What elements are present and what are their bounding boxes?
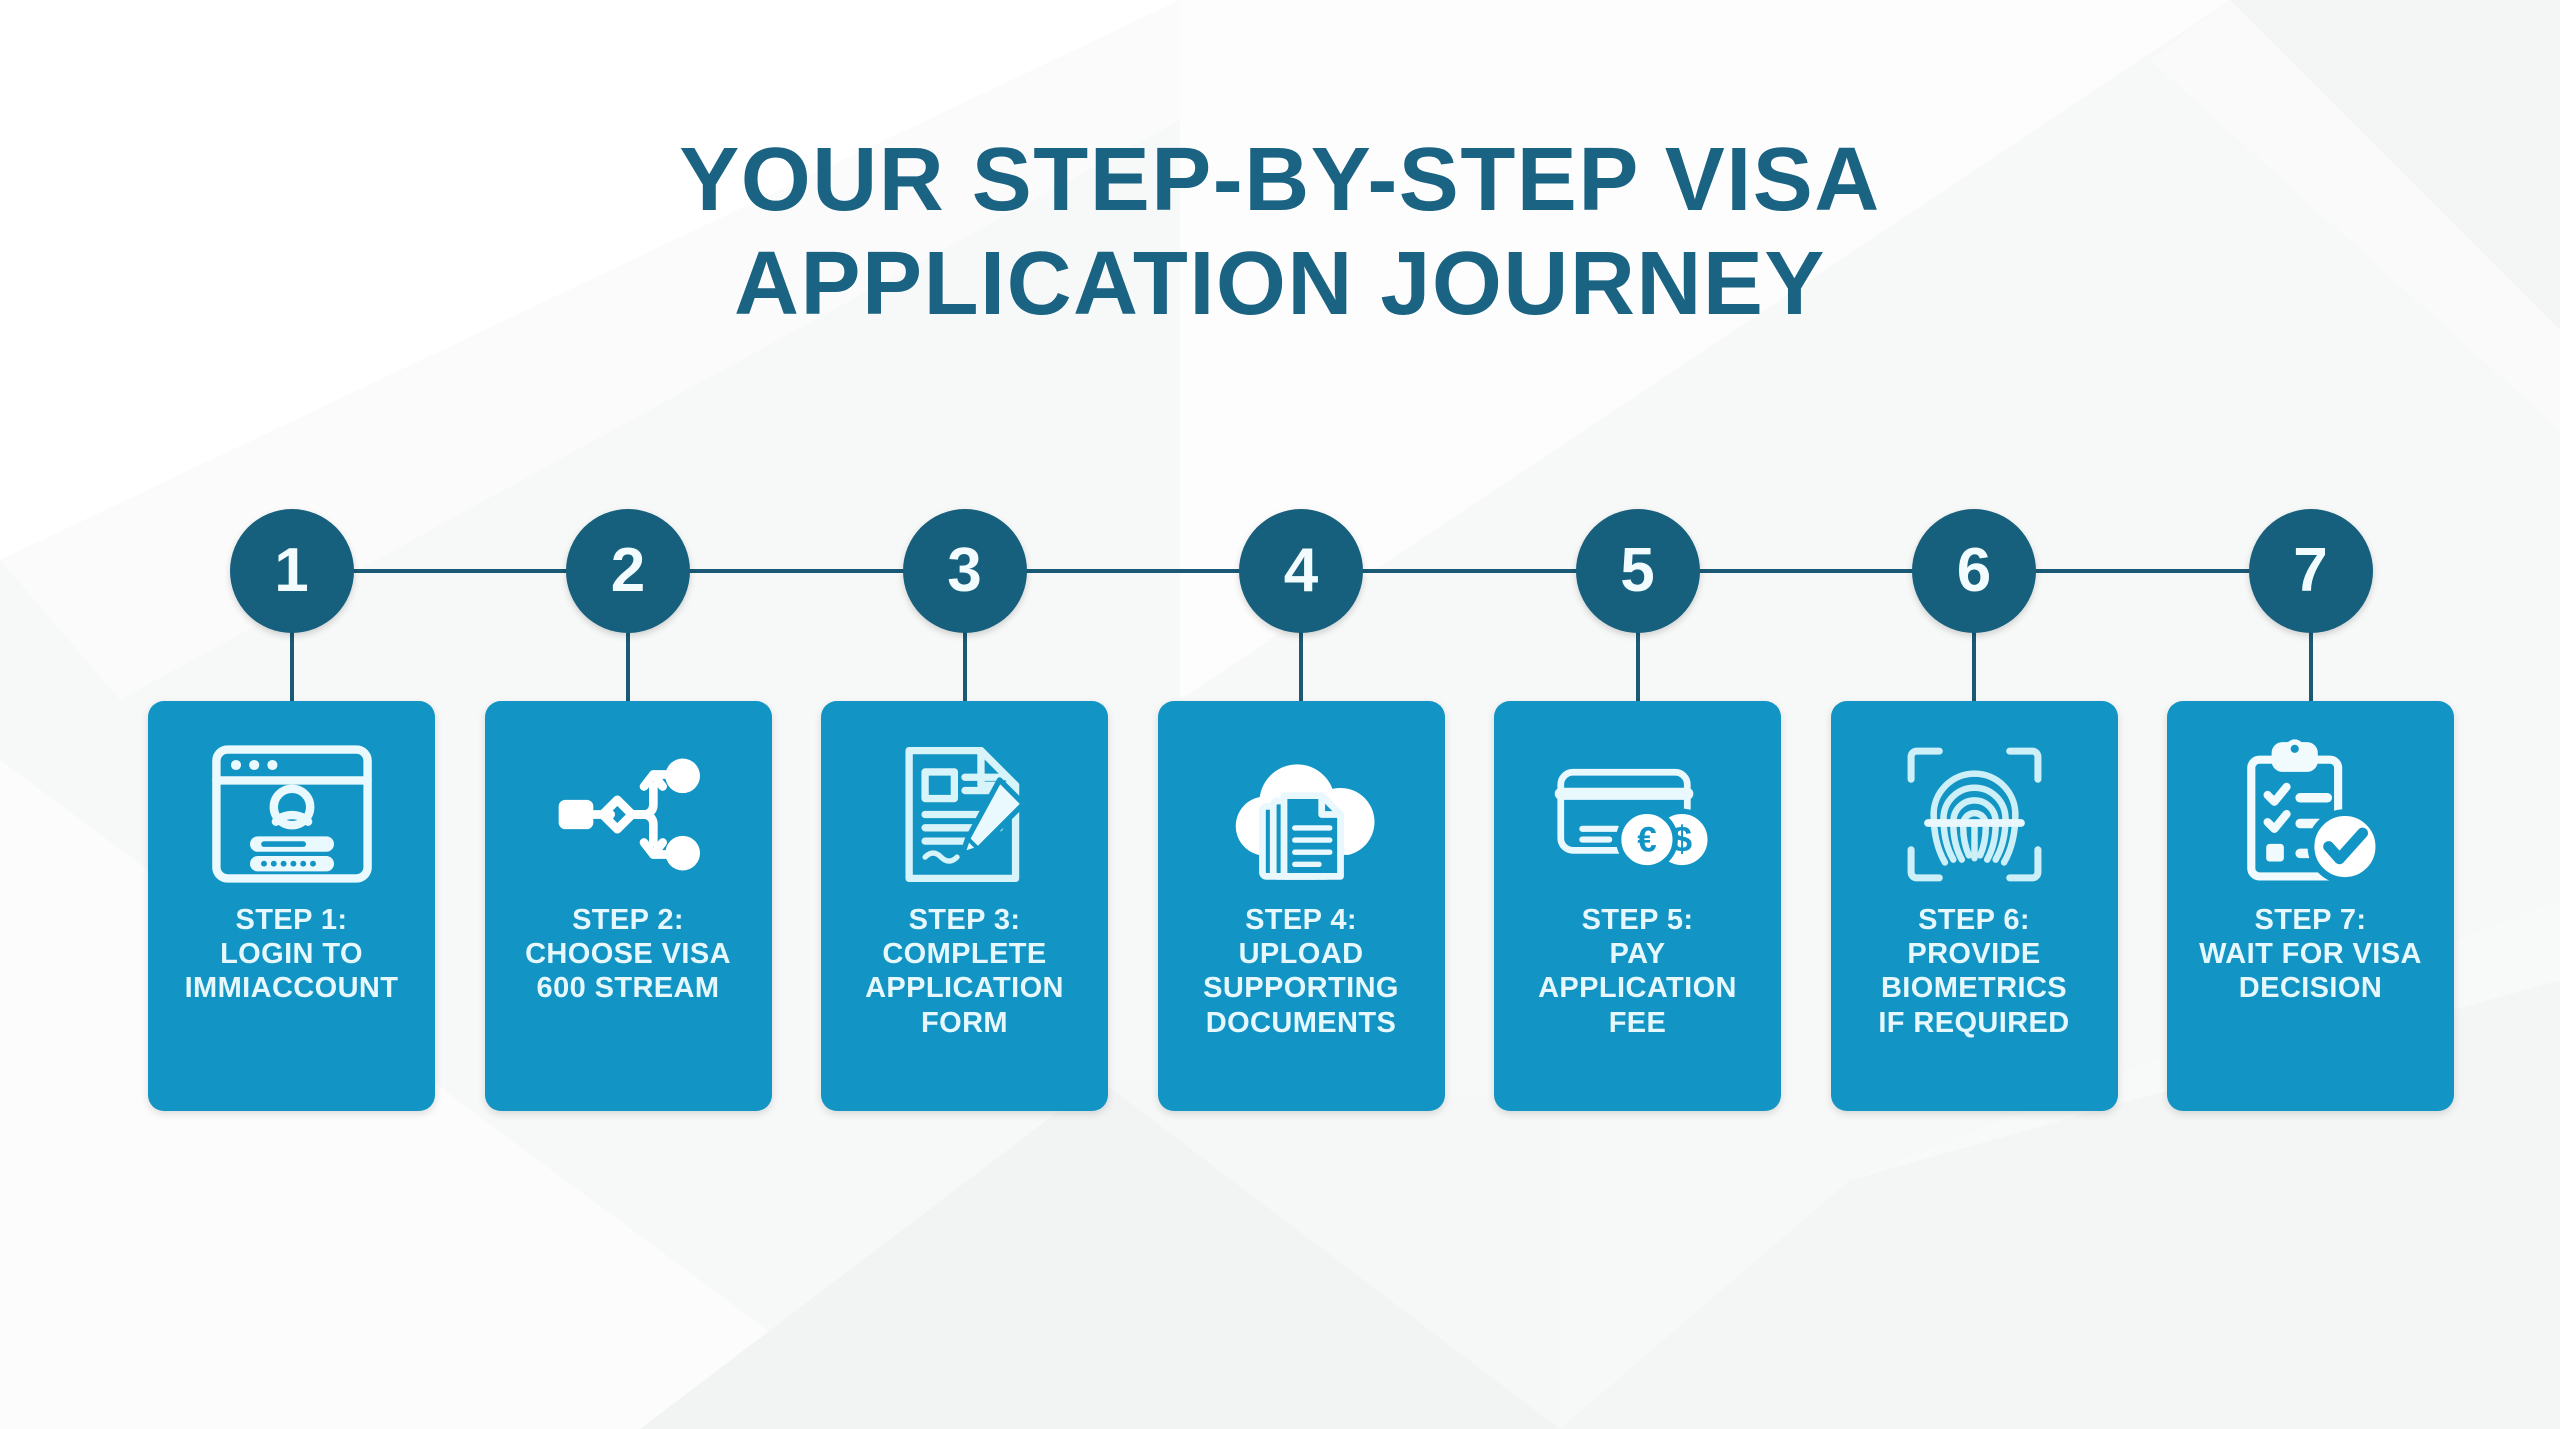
- step-number-badge-7[interactable]: 7: [2248, 509, 2373, 633]
- connector-stem-4: [1299, 631, 1303, 703]
- step-number-badge-3[interactable]: 3: [902, 509, 1027, 633]
- connector-stem-5: [1635, 631, 1640, 703]
- branching-flowchart-icon: [541, 739, 716, 889]
- step-number-badge-4[interactable]: 4: [1239, 509, 1363, 633]
- clipboard-checklist-approved-icon: [2223, 739, 2398, 889]
- connector-rail-2-to-3: [686, 569, 907, 573]
- connector-stem-3: [962, 631, 967, 703]
- connector-stem-1: [289, 631, 294, 703]
- connector-rail-6-to-7: [2032, 569, 2253, 573]
- step-number-badge-2[interactable]: 2: [566, 509, 690, 633]
- step-number-text: 2: [610, 536, 646, 605]
- step-number-text: 3: [947, 536, 982, 605]
- connector-stem-6: [1972, 631, 1976, 703]
- connector-rail-1-to-2: [349, 569, 570, 573]
- step-number-text: 5: [1620, 536, 1655, 605]
- step-number-text: 6: [1956, 536, 1992, 605]
- connector-rail-3-to-4: [1022, 569, 1243, 573]
- svg-text:€: €: [1637, 821, 1656, 860]
- connector-rail-5-to-6: [1695, 569, 1916, 573]
- step-number-badge-1[interactable]: 1: [229, 509, 354, 633]
- connector-rail-4-to-5: [1359, 569, 1580, 573]
- step-number-text: 4: [1283, 536, 1319, 605]
- connector-stem-7: [2308, 631, 2313, 703]
- login-browser-window-icon: [204, 739, 379, 889]
- step-number-badge-6[interactable]: 6: [1912, 509, 2036, 633]
- step-number-badge-5[interactable]: 5: [1575, 509, 1700, 633]
- fingerprint-scanner-icon: [1887, 739, 2062, 889]
- step-number-text: 7: [2293, 536, 2328, 605]
- credit-card-coins-icon: $ €: [1550, 739, 1725, 889]
- step-number-text: 1: [274, 536, 309, 605]
- document-with-pencil-icon: [877, 739, 1052, 889]
- cloud-upload-documents-icon: [1214, 739, 1389, 889]
- connector-stem-2: [626, 631, 630, 703]
